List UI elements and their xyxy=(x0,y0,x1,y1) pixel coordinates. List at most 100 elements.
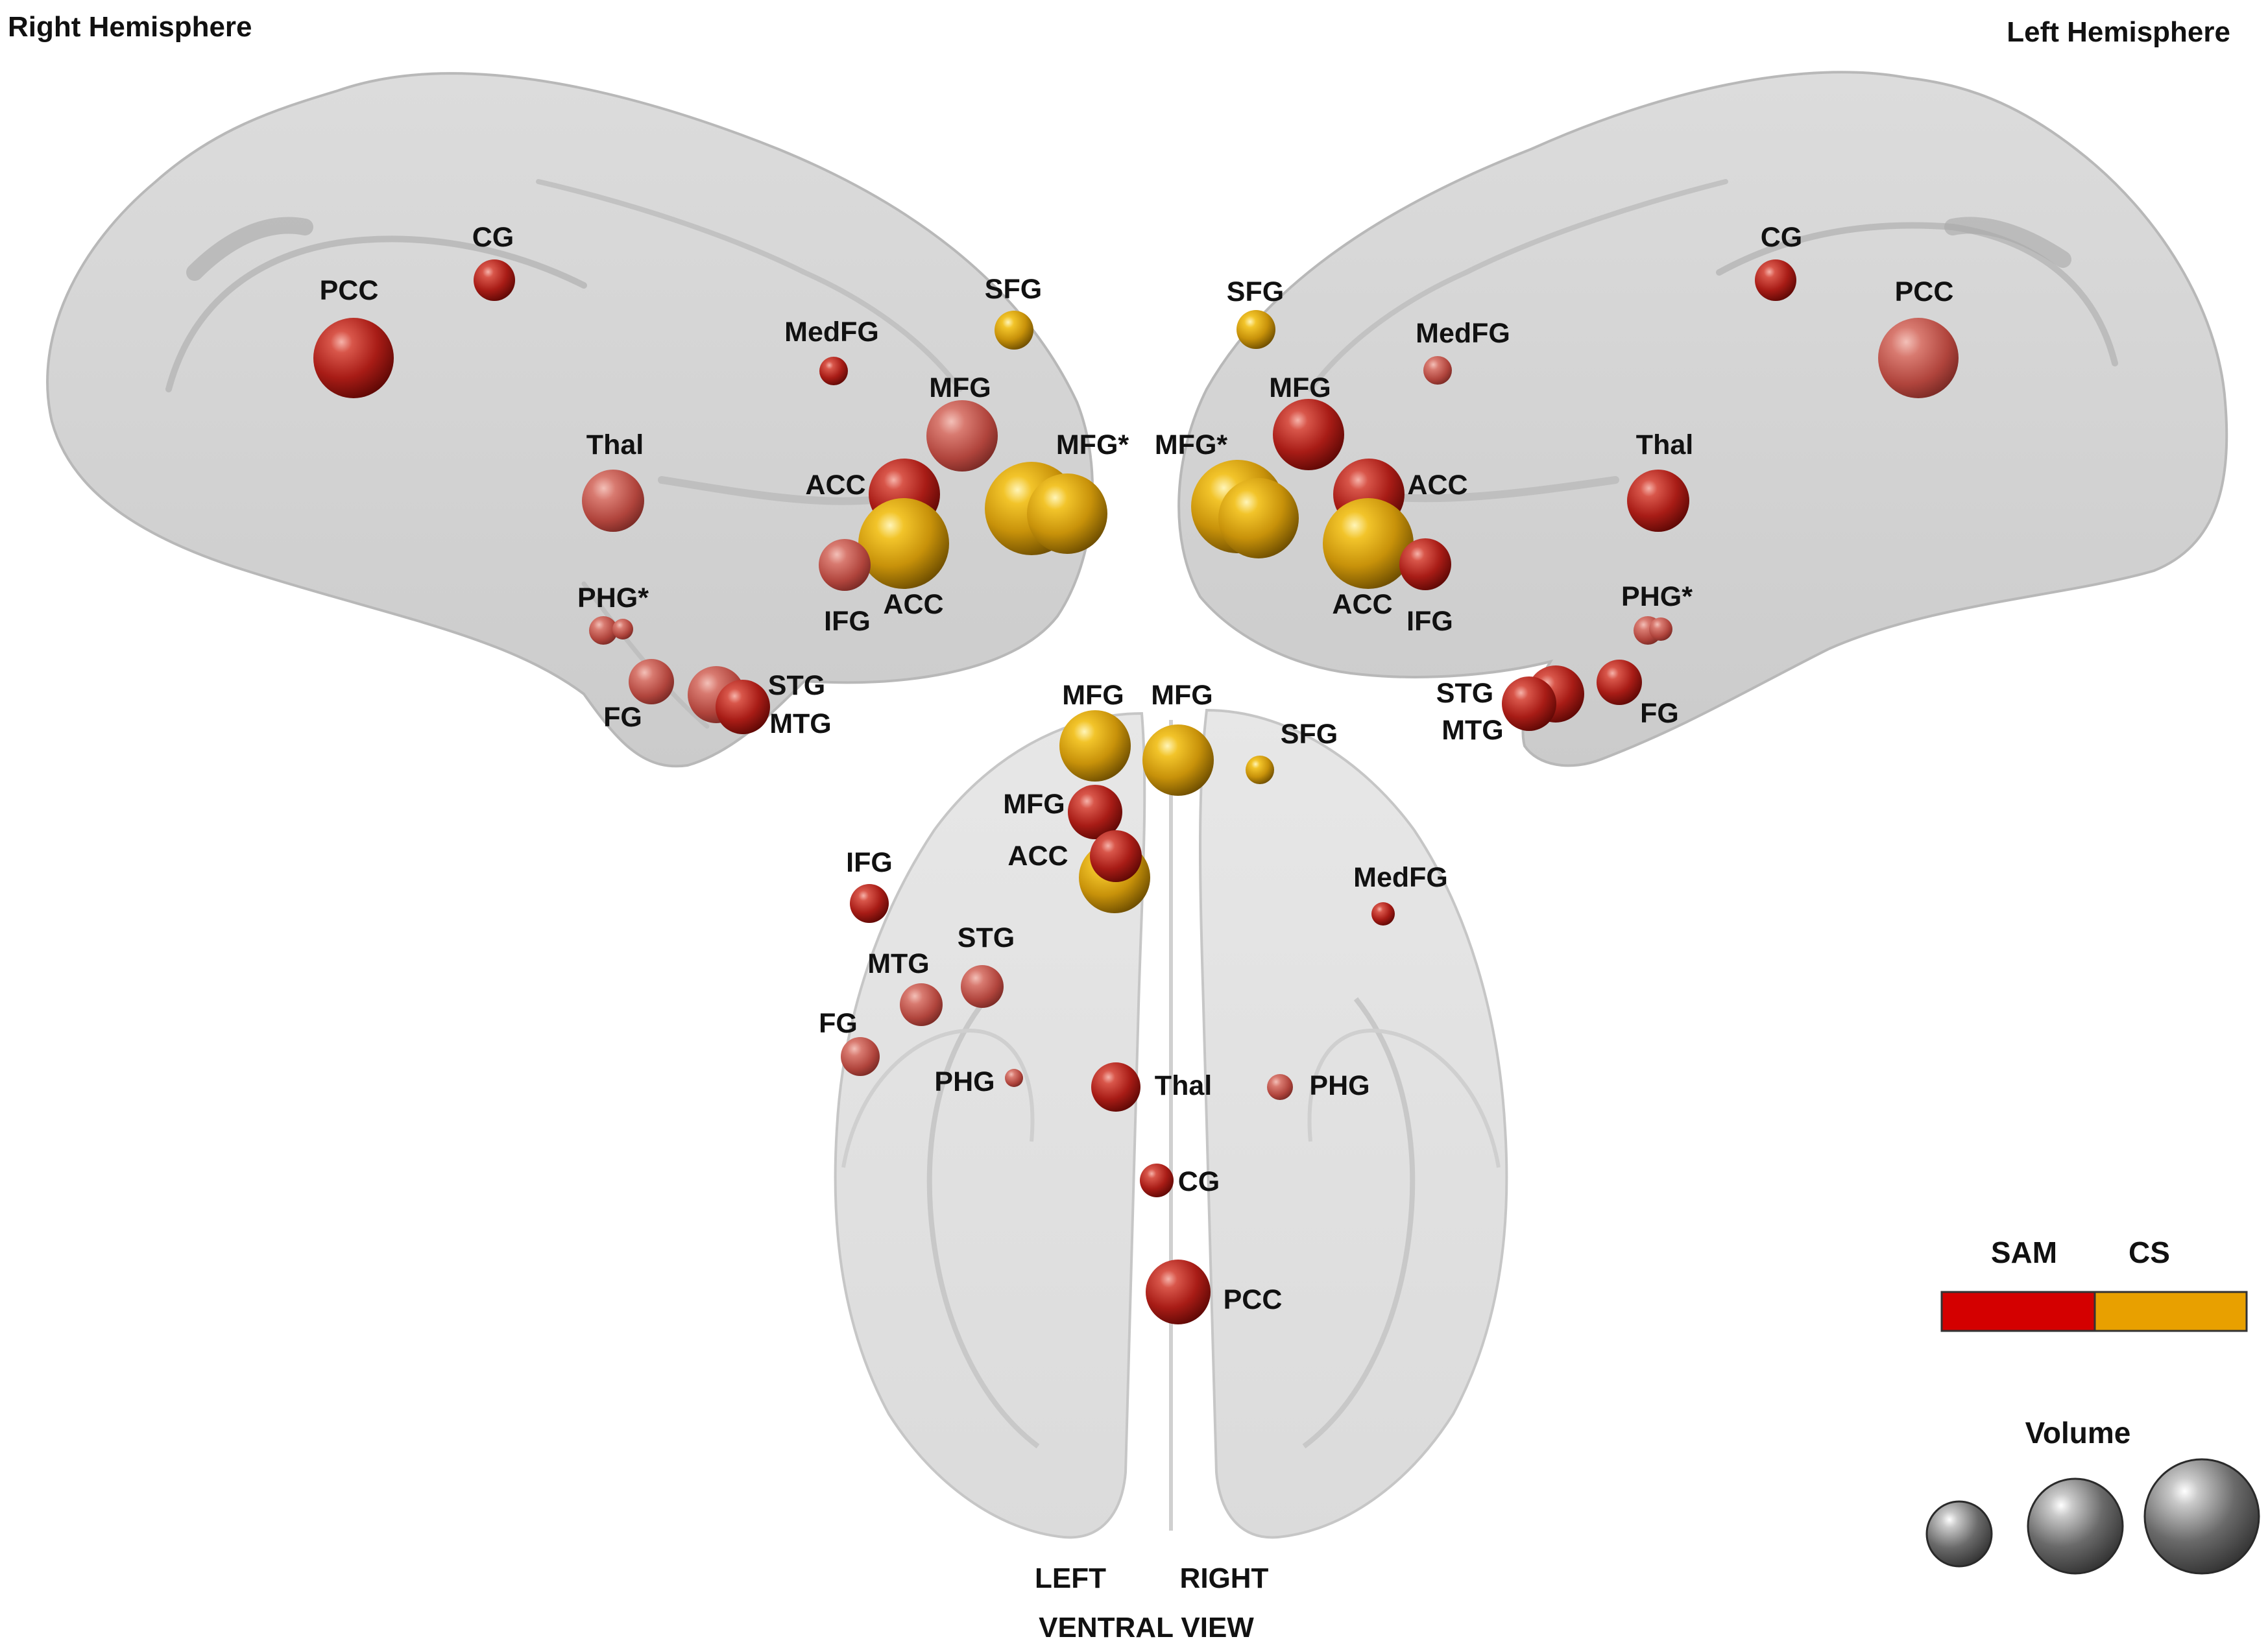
sam-region-sphere xyxy=(961,965,1004,1008)
sam-region-sphere xyxy=(1005,1069,1023,1087)
region-label: FG xyxy=(603,702,642,733)
region-label: FG xyxy=(819,1008,858,1039)
right-hemisphere-title: Right Hemisphere xyxy=(8,11,252,43)
sam-region-sphere xyxy=(474,259,515,301)
region-label: PHG xyxy=(934,1066,995,1097)
sam-region-sphere xyxy=(582,470,644,532)
region-label: STG xyxy=(958,922,1015,953)
region-label: Thal xyxy=(586,429,644,460)
sam-region-sphere xyxy=(1146,1260,1211,1324)
region-label: CG xyxy=(1178,1166,1220,1197)
region-label: PHG* xyxy=(1621,581,1693,612)
sam-region-sphere xyxy=(1273,399,1344,470)
cs-region-sphere xyxy=(1027,473,1107,554)
region-label: MFG* xyxy=(1056,429,1129,460)
region-label: PCC xyxy=(320,275,379,306)
ventral-view-title: VENTRAL VIEW xyxy=(1039,1612,1254,1644)
cs-region-sphere xyxy=(1059,710,1131,782)
labels-layer: CGPCCMedFGSFGMFGMFG*ThalACCACCIFGPHG*FGS… xyxy=(320,222,1954,1315)
sam-region-sphere xyxy=(1597,660,1642,705)
right-hemisphere-sulcus xyxy=(165,235,587,392)
region-label: MTG xyxy=(867,948,930,979)
region-label: MTG xyxy=(769,708,832,739)
region-label: ACC xyxy=(883,589,943,620)
sam-region-sphere xyxy=(1267,1074,1293,1100)
region-label: IFG xyxy=(824,606,871,637)
region-label: MFG xyxy=(929,372,991,403)
left-hemisphere-sulcus xyxy=(1944,217,2071,268)
region-label: ACC xyxy=(1332,589,1392,620)
ventral-right-cerebellum-outline xyxy=(1307,1029,1501,1168)
region-label: MFG xyxy=(1269,372,1331,403)
sam-region-sphere xyxy=(841,1037,880,1076)
sam-region-sphere xyxy=(716,680,770,734)
region-label: ACC xyxy=(1407,470,1467,501)
region-label: IFG xyxy=(1406,606,1453,637)
region-label: STG xyxy=(1436,678,1493,709)
sam-region-sphere xyxy=(313,318,394,398)
region-label: Thal xyxy=(1155,1070,1212,1101)
region-label: MedFG xyxy=(1353,862,1448,893)
left-hemisphere-view xyxy=(1177,71,2228,767)
region-label: CG xyxy=(1761,222,1803,253)
sam-region-sphere xyxy=(1502,676,1556,731)
right-hemisphere-sulcus xyxy=(536,179,963,392)
legend-volume-sphere-large xyxy=(2143,1458,2260,1575)
sam-region-sphere xyxy=(1627,470,1689,532)
sam-region-sphere xyxy=(589,616,618,645)
sam-region-sphere xyxy=(900,983,943,1026)
ventral-left-temporal-outline xyxy=(926,997,1040,1449)
left-hemisphere-title: Left Hemisphere xyxy=(2007,16,2230,48)
region-label: SFG xyxy=(1227,276,1284,307)
legend-cs-color-bar xyxy=(2093,1291,2248,1332)
region-label: PCC xyxy=(1895,276,1954,307)
legend-sam-label: SAM xyxy=(1991,1236,2057,1269)
region-label: SFG xyxy=(1281,719,1338,750)
right-hemisphere-view xyxy=(46,72,1094,768)
right-hemisphere-sulcus xyxy=(581,581,710,729)
region-label: MFG xyxy=(1003,789,1065,820)
region-label: MedFG xyxy=(1416,318,1510,349)
region-label: MFG* xyxy=(1155,429,1228,460)
ventral-left-hemisphere-surface xyxy=(834,711,1146,1539)
region-label: PCC xyxy=(1224,1284,1283,1315)
region-label: MFG xyxy=(1151,680,1213,711)
region-label: PHG* xyxy=(577,582,649,614)
ventral-view xyxy=(834,708,1508,1539)
ventral-right-hemisphere-surface xyxy=(1199,708,1508,1539)
sam-region-sphere xyxy=(1090,830,1142,882)
sam-region-sphere xyxy=(850,884,889,923)
right-hemisphere-sulcus xyxy=(186,217,313,281)
region-label: ACC xyxy=(805,470,865,501)
cs-region-sphere xyxy=(858,498,949,589)
sam-region-sphere xyxy=(819,539,871,591)
cs-region-sphere xyxy=(1237,310,1275,349)
ventral-left-side-label: LEFT xyxy=(1035,1562,1106,1594)
region-label: PHG xyxy=(1309,1070,1369,1101)
sam-region-sphere xyxy=(926,400,998,472)
ventral-right-temporal-outline xyxy=(1302,997,1416,1449)
region-label: MFG xyxy=(1062,680,1124,711)
legend-volume-label: Volume xyxy=(2025,1416,2131,1450)
sam-region-sphere xyxy=(1755,259,1796,301)
region-label: IFG xyxy=(846,847,893,878)
legend-cs-label: CS xyxy=(2129,1236,2170,1269)
region-label: Thal xyxy=(1636,429,1693,460)
sam-region-sphere xyxy=(1423,356,1452,385)
region-label: ACC xyxy=(1007,841,1068,872)
left-hemisphere-sulcus xyxy=(1308,179,1728,392)
sam-region-sphere xyxy=(612,619,633,640)
cs-region-sphere xyxy=(1323,498,1414,589)
left-hemisphere-brain-surface xyxy=(1177,71,2228,767)
sam-region-sphere xyxy=(1649,617,1672,641)
cs-region-sphere xyxy=(1218,478,1299,558)
sam-region-sphere xyxy=(1068,785,1122,839)
spheres-layer xyxy=(313,259,1959,1324)
cs-region-sphere xyxy=(995,311,1033,350)
sam-region-sphere xyxy=(1878,318,1959,398)
cs-region-sphere xyxy=(1246,756,1274,784)
ventral-left-cerebellum-outline xyxy=(841,1029,1035,1168)
sam-region-sphere xyxy=(1371,902,1395,926)
legend: SAM CS Volume xyxy=(1925,1236,2260,1575)
